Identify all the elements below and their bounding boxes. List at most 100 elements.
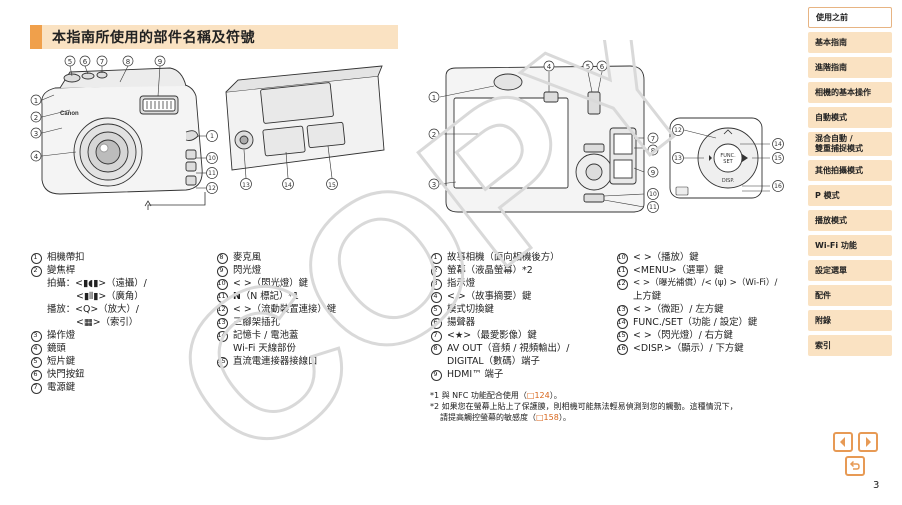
svg-text:13: 13 <box>674 155 682 162</box>
zoom-index-line: <▦>（索引） <box>76 317 139 328</box>
list-item: 12< >（流動裝置連接）鍵 <box>217 304 337 316</box>
sidebar-item-playback[interactable]: 播放模式 <box>808 210 892 231</box>
camera-front-illustration: Canon 5 6 7 8 9 1 2 3 4 <box>30 55 206 210</box>
svg-text:5: 5 <box>68 58 72 66</box>
page-title: 本指南所使用的部件名稱及符號 <box>52 30 255 46</box>
svg-text:6: 6 <box>600 63 605 71</box>
sidebar-item-index[interactable]: 索引 <box>808 335 892 356</box>
sidebar-item-basic-guide[interactable]: 基本指南 <box>808 32 892 53</box>
chapter-sidebar: 使用之前 基本指南 進階指南 相機的基本操作 自動模式 混合自動 / 雙重捕捉模… <box>808 7 892 360</box>
section-title-bar: 本指南所使用的部件名稱及符號 <box>30 25 398 49</box>
svg-text:11: 11 <box>649 204 657 211</box>
list-item: 10< >（播放）鍵 <box>617 252 699 264</box>
wide-icon: ▮⦀▮ <box>83 291 99 302</box>
sidebar-item-other-shooting[interactable]: 其他拍攝模式 <box>808 160 892 181</box>
svg-text:16: 16 <box>774 183 782 190</box>
svg-text:5: 5 <box>586 63 590 71</box>
magnify-icon: Q <box>82 304 91 315</box>
disp-label: DISP. <box>722 178 735 184</box>
set-label: SET <box>723 159 733 165</box>
sidebar-item-hybrid-auto[interactable]: 混合自動 / 雙重捕捉模式 <box>808 132 892 156</box>
svg-text:11: 11 <box>208 170 216 177</box>
svg-text:12: 12 <box>208 185 216 192</box>
next-page-button[interactable] <box>858 432 878 452</box>
svg-text:15: 15 <box>328 182 336 189</box>
sidebar-item-auto-mode[interactable]: 自動模式 <box>808 107 892 128</box>
control-parts-list: 10< >（播放）鍵 11<MENU>（選單）鍵 12< >（曝光補償）/< (… <box>616 251 806 355</box>
svg-text:1: 1 <box>34 97 38 105</box>
arrow-right-icon <box>866 437 871 447</box>
list-item: 15< >（閃光燈）/ 右方鍵 <box>617 330 733 342</box>
svg-text:4: 4 <box>34 153 39 161</box>
control-dial-illustration: FUNC. SET DISP. 12 13 14 15 16 <box>669 117 784 199</box>
brand-label: Canon <box>60 111 79 117</box>
svg-text:14: 14 <box>284 182 292 189</box>
svg-text:10: 10 <box>208 155 216 162</box>
func-label: FUNC. <box>720 153 736 159</box>
svg-text:3: 3 <box>34 130 38 138</box>
svg-text:13: 13 <box>242 182 250 189</box>
tele-icon: ▮◖▮ <box>82 278 99 289</box>
svg-text:10: 10 <box>649 191 657 198</box>
zoom-shoot-line: 拍攝：<▮◖▮>（遠攝）/ <box>47 278 147 289</box>
title-marker <box>30 25 42 49</box>
sidebar-item-settings[interactable]: 設定選單 <box>808 260 892 281</box>
svg-text:8: 8 <box>651 147 655 155</box>
list-item: 11<MENU>（選單）鍵 <box>617 265 724 277</box>
list-item-continued: 上方鍵 <box>633 291 662 302</box>
camera-side-callouts: 1 10 11 12 <box>196 130 218 194</box>
svg-text:3: 3 <box>432 181 436 189</box>
svg-text:1: 1 <box>432 94 436 102</box>
page-ref-link[interactable]: □158 <box>536 413 559 422</box>
sidebar-item-appendix[interactable]: 附錄 <box>808 310 892 331</box>
list-item-continued: DIGITAL（數碼）端子 <box>447 356 540 367</box>
index-icon: ▦ <box>83 317 93 328</box>
sidebar-item-p-mode[interactable]: P 模式 <box>808 185 892 206</box>
list-item: 13< >（微距）/ 左方鍵 <box>617 304 724 316</box>
page-ref-link[interactable]: □124 <box>526 391 550 400</box>
list-item: 7<★>（最愛影像）鍵 <box>430 329 620 342</box>
svg-text:9: 9 <box>651 169 655 177</box>
svg-text:2: 2 <box>34 114 38 122</box>
prev-page-button[interactable] <box>833 432 853 452</box>
list-item: 10< >（閃光燈）鍵 <box>217 278 308 290</box>
list-item: 4< >（故事摘要）鍵 <box>430 290 620 303</box>
footnote-1: *1 與 NFC 功能配合使用（□124）。 <box>430 391 562 400</box>
svg-text:6: 6 <box>83 58 88 66</box>
nfc-icon: N <box>233 291 241 302</box>
footnote-2: *2 如果您在螢幕上貼上了保護膜，則相機可能無法輕易偵測到您的觸動。這種情況下，… <box>430 402 738 422</box>
sidebar-item-before-use[interactable]: 使用之前 <box>808 7 892 28</box>
sidebar-item-accessories[interactable]: 配件 <box>808 285 892 306</box>
sidebar-item-camera-basics[interactable]: 相機的基本操作 <box>808 82 892 103</box>
sidebar-item-advanced-guide[interactable]: 進階指南 <box>808 57 892 78</box>
camera-back-illustration: 1 2 3 4 5 6 7 8 9 10 11 <box>428 60 659 213</box>
svg-text:14: 14 <box>774 141 782 148</box>
list-item-continued: Wi-Fi 天線部份 <box>233 343 296 354</box>
svg-text:8: 8 <box>126 58 130 66</box>
svg-text:7: 7 <box>651 135 655 143</box>
return-button[interactable] <box>845 456 865 476</box>
sidebar-item-wifi[interactable]: Wi-Fi 功能 <box>808 235 892 256</box>
camera-bottom-illustration: 13 14 15 <box>225 65 385 190</box>
